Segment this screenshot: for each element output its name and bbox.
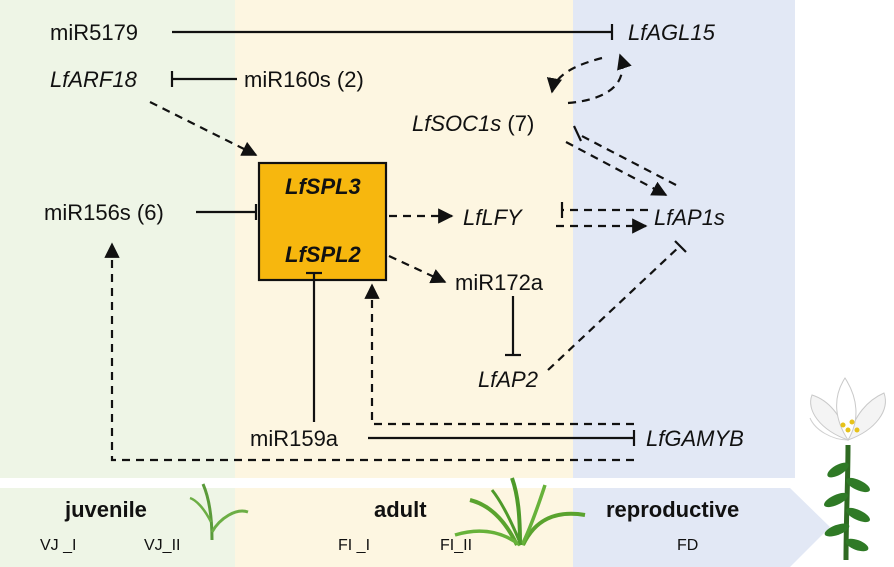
reproductive-panel	[573, 0, 795, 478]
lfsoc1s-count: (7)	[507, 111, 534, 136]
stage-adult: adult	[374, 497, 427, 522]
substage-vj1: VJ _I	[40, 537, 76, 554]
node-lfap1s: LfAP1s	[654, 205, 725, 230]
edge-agl15-soc1	[546, 56, 603, 94]
substage-fi1: FI _I	[338, 537, 370, 554]
lily-flower-icon	[809, 377, 886, 561]
substage-fi2: FI_II	[440, 537, 472, 554]
adult-plant-icon	[454, 477, 586, 547]
edge-spl-mir172	[388, 255, 447, 284]
reproductive-band-arrow	[573, 488, 830, 567]
substage-fd: FD	[677, 537, 698, 554]
node-mir172a: miR172a	[455, 270, 544, 295]
node-mir5179: miR5179	[50, 20, 138, 45]
node-lfgamyb: LfGAMYB	[646, 426, 744, 451]
edge-arf18-spl	[149, 101, 258, 156]
edge-ap2-ap1	[547, 245, 681, 371]
substage-vj2: VJ_II	[144, 537, 180, 554]
node-mir159a: miR159a	[250, 426, 339, 451]
node-lfarf18: LfARF18	[50, 67, 138, 92]
stage-reproductive: reproductive	[606, 497, 739, 522]
edge-soc1-ap1	[565, 141, 668, 196]
node-mir160s: miR160s (2)	[244, 67, 364, 92]
node-lfspl3: LfSPL3	[285, 174, 361, 199]
spl-box	[257, 161, 388, 282]
node-lfspl2: LfSPL2	[285, 242, 362, 267]
seedling-icon	[189, 483, 249, 541]
stage-juvenile: juvenile	[64, 497, 147, 522]
node-lfsoc1s: LfSOC1s (7)	[412, 111, 534, 136]
node-lflfy: LfLFY	[463, 205, 523, 230]
edge-gamyb-mir156	[104, 242, 634, 462]
edge-gamyb-spl	[364, 283, 634, 426]
edge-soc1-agl15	[567, 53, 632, 105]
lfsoc1s-name: LfSOC1s	[412, 111, 501, 136]
edge-ap1-soc1-bar	[573, 125, 582, 142]
node-lfap2: LfAP2	[478, 367, 538, 392]
node-lfagl15: LfAGL15	[628, 20, 716, 45]
edge-ap2-ap1-bar	[674, 240, 687, 253]
node-mir156s: miR156s (6)	[44, 200, 164, 225]
edge-ap1-soc1	[577, 133, 677, 186]
